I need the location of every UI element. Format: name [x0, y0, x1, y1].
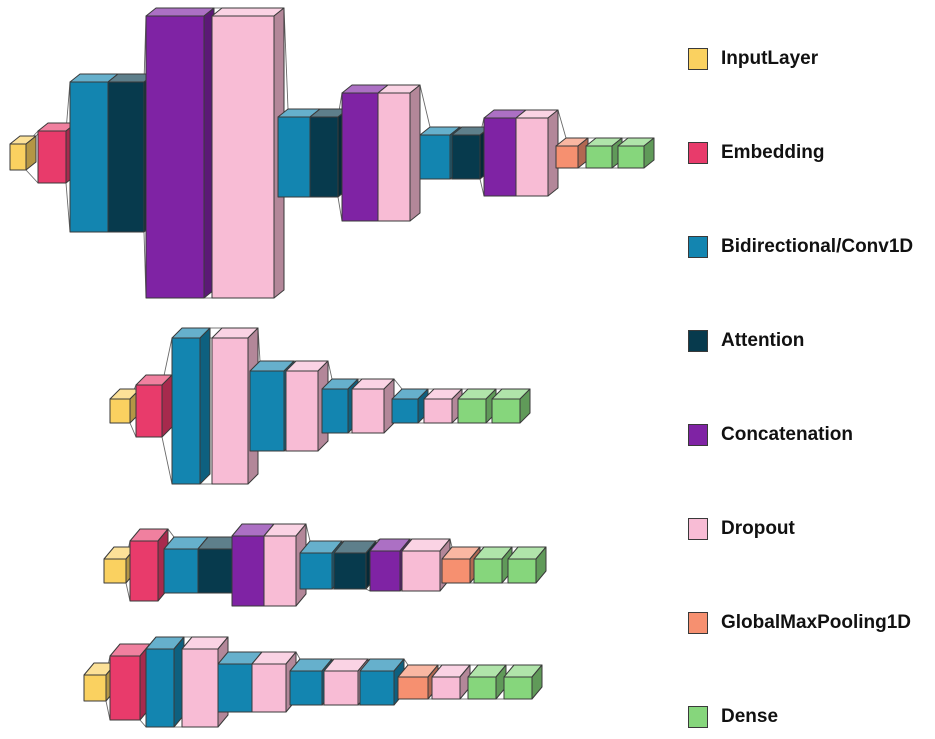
legend-label-dropout: Dropout: [721, 518, 795, 539]
layer-block-dense: [617, 137, 655, 169]
legend-item-concatenation: Concatenation: [688, 420, 853, 450]
layer-block-dense: [491, 388, 531, 424]
layer-block-bidirectional: [145, 636, 185, 728]
legend-label-input: InputLayer: [721, 48, 819, 69]
layer-block-dense: [467, 664, 507, 700]
legend-label-concatenation: Concatenation: [721, 424, 853, 445]
network-model-3: [103, 523, 547, 607]
legend-label-bidirectional: Bidirectional/Conv1D: [721, 236, 914, 257]
layer-block-pooling: [555, 137, 589, 169]
legend-item-input: InputLayer: [688, 44, 818, 74]
legend-swatch-input: [688, 48, 708, 70]
layer-block-dropout: [423, 388, 463, 424]
layer-block-bidirectional: [391, 388, 429, 424]
layer-block-dropout: [377, 84, 421, 222]
layer-block-bidirectional: [359, 658, 405, 706]
layer-block-dense: [503, 664, 543, 700]
layer-block-dense: [507, 546, 547, 584]
legend-swatch-concatenation: [688, 424, 708, 446]
legend-item-bidirectional: Bidirectional/Conv1D: [688, 232, 913, 262]
layer-block-embedding: [109, 643, 151, 721]
layer-block-embedding: [129, 528, 169, 602]
network-model-2: [109, 327, 531, 485]
legend-swatch-attention: [688, 330, 708, 352]
layer-block-dense: [473, 546, 513, 584]
layer-block-dropout: [515, 109, 559, 197]
legend-swatch-dropout: [688, 518, 708, 540]
network-model-4: [83, 636, 543, 728]
legend-swatch-pooling: [688, 612, 708, 634]
layer-block-dropout: [251, 651, 297, 713]
legend-item-attention: Attention: [688, 326, 804, 356]
layer-block-embedding: [135, 374, 173, 438]
legend-label-pooling: GlobalMaxPooling1D: [721, 612, 912, 633]
layer-block-dropout: [211, 7, 285, 299]
legend-item-pooling: GlobalMaxPooling1D: [688, 608, 911, 638]
layer-block-dense: [457, 388, 497, 424]
legend-swatch-bidirectional: [688, 236, 708, 258]
legend-swatch-embedding: [688, 142, 708, 164]
legend-item-embedding: Embedding: [688, 138, 824, 168]
layer-block-dropout: [351, 378, 395, 434]
legend-label-attention: Attention: [721, 330, 805, 351]
network-model-1: [9, 7, 655, 299]
legend-item-dense: Dense: [688, 702, 778, 732]
legend-label-embedding: Embedding: [721, 142, 825, 163]
legend-swatch-dense: [688, 706, 708, 728]
layer-block-input: [9, 135, 37, 171]
legend-item-dropout: Dropout: [688, 514, 795, 544]
layer-block-dense: [585, 137, 623, 169]
layer-block-concatenation: [145, 7, 215, 299]
layer-block-dropout: [431, 664, 471, 700]
layer-block-bidirectional: [171, 327, 211, 485]
legend-label-dense: Dense: [721, 706, 779, 727]
